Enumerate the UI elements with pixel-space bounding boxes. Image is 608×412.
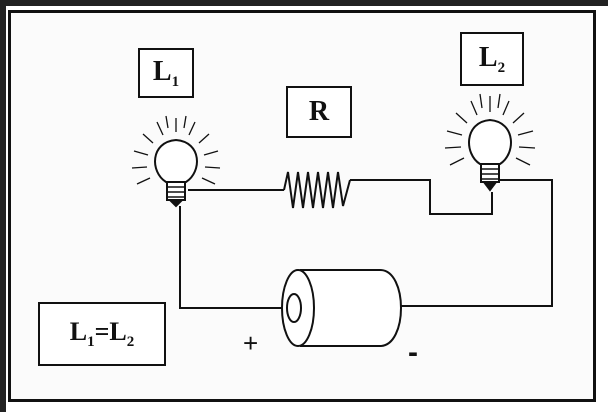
- lamp-2-letter: L: [478, 41, 498, 73]
- equation-b-letter: L: [109, 317, 127, 346]
- lamp-1-subscript: 1: [171, 73, 180, 90]
- battery-minus-sign: -: [408, 336, 418, 369]
- lamp-1: [131, 115, 221, 208]
- lamp-1-letter: L: [152, 55, 172, 87]
- lamp-1-label: L1: [138, 48, 194, 98]
- lamp-1-rays: [131, 115, 221, 185]
- wires: [179, 179, 553, 309]
- wire-lamp2-right: [398, 179, 553, 307]
- lamp-2-rays: [444, 93, 536, 166]
- wire-lamp1-left: [179, 206, 288, 309]
- battery: [281, 269, 402, 347]
- equation-b-subscript: 2: [126, 334, 135, 350]
- lamp-2-subscript: 2: [497, 59, 506, 76]
- lamp-2: [444, 93, 536, 192]
- equation-equals: =: [94, 317, 110, 346]
- battery-plus-sign: +: [243, 328, 259, 358]
- wire-resistor-lamp2: [350, 179, 493, 215]
- resistor-symbol: [283, 171, 351, 209]
- equation-a-subscript: 1: [87, 334, 95, 350]
- resistor-label: R: [286, 86, 352, 138]
- resistor-letter: R: [308, 96, 330, 127]
- lamp-2-label: L2: [460, 32, 524, 86]
- equation-a-letter: L: [69, 317, 88, 346]
- equation-label: L1=L2: [38, 302, 166, 366]
